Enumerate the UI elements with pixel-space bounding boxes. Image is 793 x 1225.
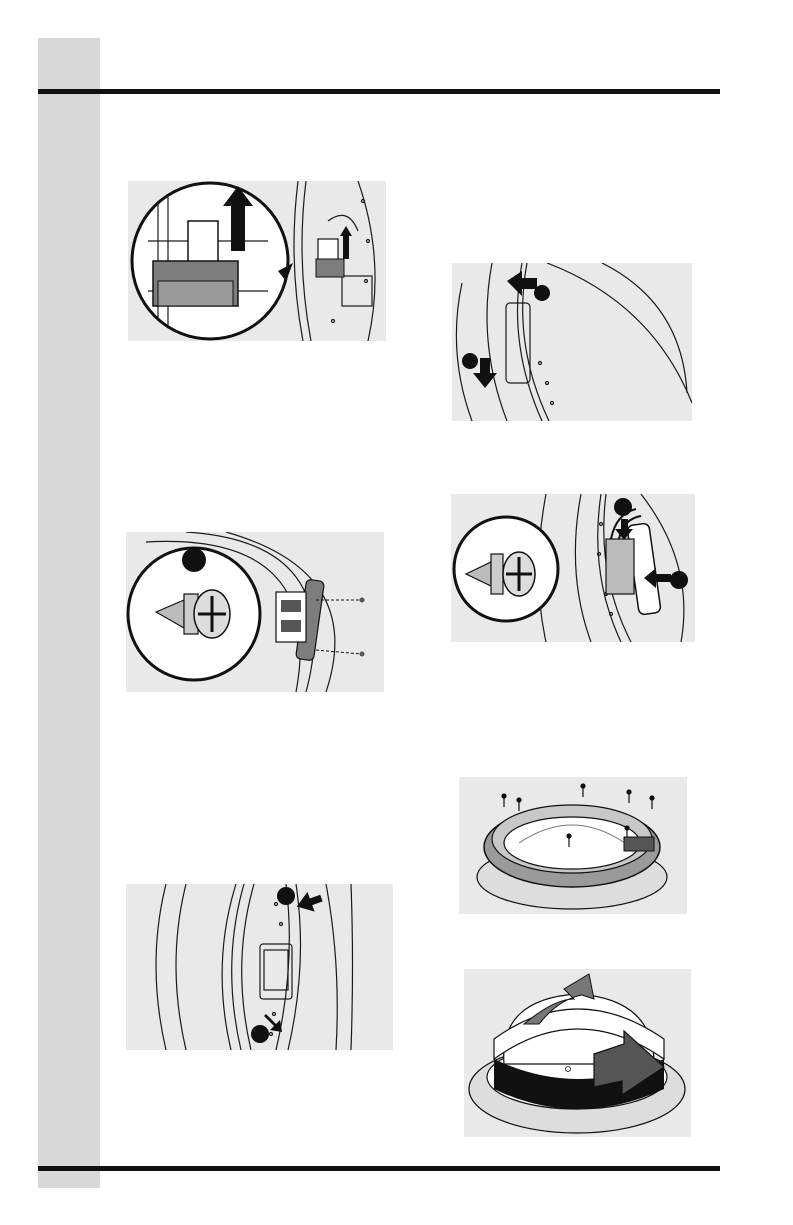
- figure-door-panel-arrows: [452, 263, 692, 421]
- figure-latch-lift: [128, 181, 386, 341]
- door-ring-screws-icon: [459, 777, 687, 914]
- figure-door-ring-screws: [459, 777, 687, 914]
- screw-removal-icon: [126, 532, 384, 692]
- figure-screw-removal: [126, 532, 384, 692]
- door-panel-callouts-icon: [126, 884, 393, 1050]
- door-panel-arrows-icon: [452, 263, 692, 421]
- header-rule: [38, 89, 720, 94]
- gasket-rotate-icon: [464, 969, 691, 1137]
- figure-door-panel-callouts: [126, 884, 393, 1050]
- side-tab: [38, 38, 100, 1188]
- footer-rule: [38, 1166, 720, 1171]
- latch-connector-icon: [451, 494, 695, 642]
- latch-lift-arrow-icon: [128, 181, 386, 341]
- figure-gasket-rotate: [464, 969, 691, 1137]
- figure-latch-connector: [451, 494, 695, 642]
